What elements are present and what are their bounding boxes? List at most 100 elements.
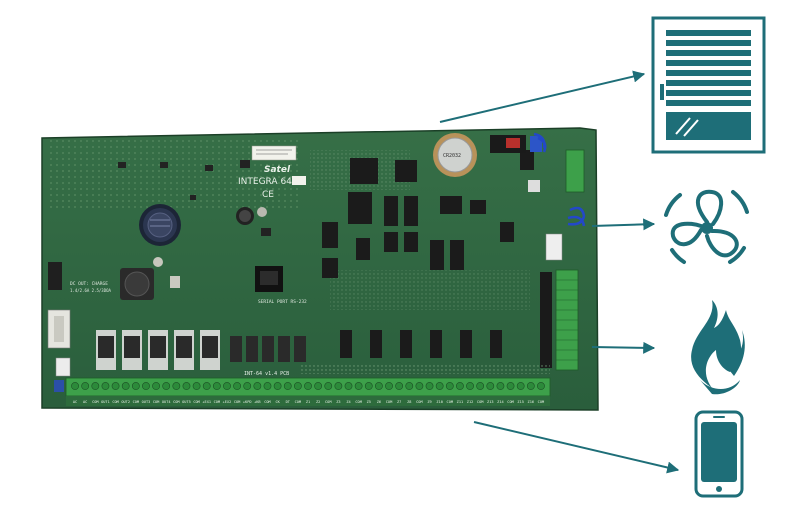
- terminal-label: OUT4: [162, 400, 171, 404]
- small-component: [528, 180, 540, 192]
- terminal-screw: [212, 382, 221, 390]
- terminal-label: COM: [538, 400, 545, 404]
- arrow-to-fan: [591, 218, 656, 231]
- arrow-to-blinds: [439, 70, 646, 123]
- terminal-label: AC: [83, 400, 87, 404]
- terminal-label: COM: [325, 400, 332, 404]
- terminal-label: +EX2: [223, 400, 232, 404]
- relay: [490, 135, 542, 153]
- terminal-screw: [131, 382, 140, 390]
- terminal-screw: [111, 382, 120, 390]
- dc-out-sub: 1.4/2.6A 2.5/3DOA: [70, 288, 112, 293]
- terminal-screw: [385, 382, 393, 390]
- terminal-screw: [486, 382, 495, 390]
- smartphone-icon: [694, 410, 744, 498]
- terminal-label: Z13: [487, 400, 494, 404]
- terminal-label: COM: [477, 400, 484, 404]
- terminal-label: Z11: [457, 400, 464, 404]
- white-connector: [545, 233, 563, 261]
- terminal-label: COM: [153, 400, 160, 404]
- output-transistors: [96, 330, 306, 370]
- power-terminal: [565, 149, 585, 193]
- terminal-screw: [435, 382, 444, 390]
- ce-mark: CE: [262, 190, 274, 200]
- terminal-label: Z4: [346, 400, 350, 404]
- terminal-label: +KB: [254, 400, 261, 404]
- terminal-label: COM: [386, 400, 393, 404]
- terminal-label: OUT5: [182, 400, 191, 404]
- terminal-label: COM: [416, 400, 423, 404]
- resistor-array: [300, 364, 550, 374]
- terminal-screw: [364, 382, 373, 390]
- terminal-label: Z7: [397, 400, 401, 404]
- terminal-screw: [537, 382, 545, 390]
- terminal-screw: [314, 382, 323, 390]
- terminal-label: AC: [73, 400, 77, 404]
- terminal-screw: [466, 382, 474, 390]
- terminal-label: COM: [173, 400, 180, 404]
- arrow-to-phone: [473, 421, 680, 474]
- terminal-screw: [182, 382, 191, 390]
- terminal-label: Z12: [467, 400, 474, 404]
- terminal-screw: [456, 382, 464, 390]
- terminal-label: COM: [234, 400, 241, 404]
- terminal-label: Z1: [306, 400, 310, 404]
- terminal-screw: [121, 382, 130, 390]
- terminal-screw: [71, 382, 79, 390]
- terminal-label: COM: [92, 400, 99, 404]
- model-label: INTEGRA 64: [238, 177, 292, 187]
- terminal-label: Z2: [316, 400, 320, 404]
- terminal-label: Z3: [336, 400, 340, 404]
- window-blinds-icon: [651, 16, 766, 154]
- terminal-screw: [263, 382, 272, 390]
- terminal-screw: [334, 382, 343, 390]
- blue-wires: [533, 132, 586, 227]
- terminal-label: Z14: [497, 400, 504, 404]
- serial-port-label: SERIAL PORT RS-232: [258, 299, 307, 305]
- serial-sticker: [251, 145, 297, 161]
- terminal-label: +KPD: [243, 400, 252, 404]
- terminal-label: CK: [275, 400, 280, 404]
- terminal-screw: [243, 382, 252, 390]
- terminal-label: COM: [447, 400, 454, 404]
- terminal-label: COM: [355, 400, 362, 404]
- ic-chips: [322, 150, 534, 358]
- arrow-to-fire: [591, 341, 656, 354]
- terminal-label: DT: [286, 400, 291, 404]
- coin-battery: CR2032: [433, 133, 477, 177]
- terminal-label: Z6: [377, 400, 381, 404]
- terminal-label: OUT2: [121, 400, 130, 404]
- terminal-screw: [202, 382, 211, 390]
- terminal-screw: [445, 382, 454, 390]
- terminal-screw: [293, 382, 302, 390]
- terminal-screw: [354, 382, 363, 390]
- serial-port-socket: SERIAL PORT RS-232: [255, 266, 307, 305]
- dc-out-label: DC OUT: CHARGE: [70, 281, 108, 287]
- circuit-board: Satel INTEGRA 64 CE SERIA: [41, 127, 599, 411]
- terminal-screws: [71, 382, 545, 390]
- terminal-label: COM: [507, 400, 514, 404]
- terminal-label: OUT1: [101, 400, 110, 404]
- terminal-screw: [506, 382, 515, 390]
- fan-icon: [664, 189, 749, 264]
- terminal-screw: [324, 382, 333, 390]
- terminal-screw: [253, 382, 262, 390]
- terminal-screw: [142, 382, 150, 390]
- terminal-label: COM: [112, 400, 119, 404]
- terminal-label: Z10: [436, 400, 443, 404]
- terminal-screw: [395, 382, 404, 390]
- small-capacitor: [236, 207, 271, 236]
- terminal-screw: [81, 382, 90, 390]
- terminal-label: Z8: [407, 400, 411, 404]
- capacitor: [139, 204, 181, 246]
- terminal-screw: [415, 382, 424, 390]
- terminal-label: OUT3: [142, 400, 151, 404]
- connector-arrows: [439, 70, 680, 474]
- terminal-label: COM: [133, 400, 140, 404]
- terminal-label: Z15: [517, 400, 524, 404]
- terminal-screw: [283, 382, 292, 390]
- inductor: [120, 257, 180, 300]
- terminal-label: COM: [214, 400, 221, 404]
- terminal-screw: [162, 382, 171, 390]
